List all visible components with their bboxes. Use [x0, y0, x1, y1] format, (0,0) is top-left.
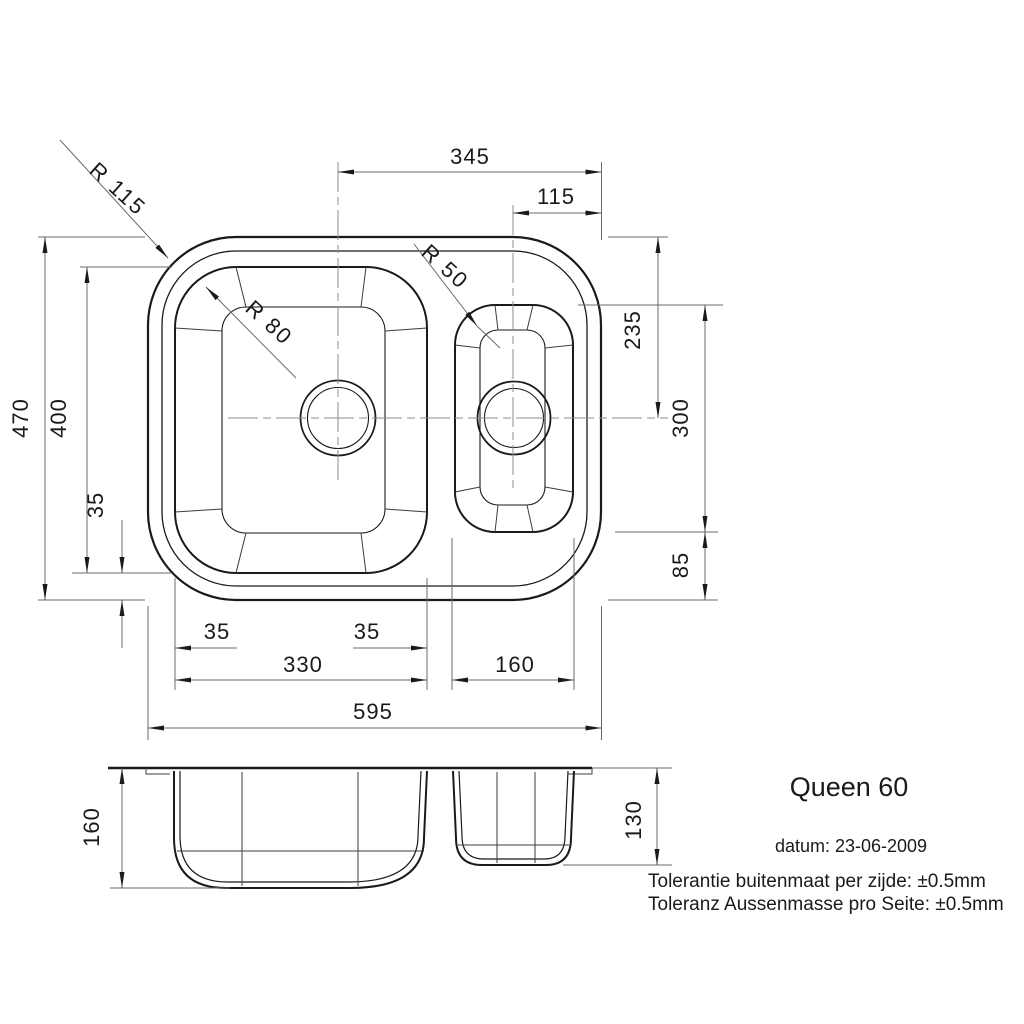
radius-leader-main-bowl: R 80 [205, 286, 298, 379]
dim-85-label: 85 [668, 552, 693, 578]
dim-300-label: 300 [668, 398, 693, 438]
small-bowl-corner-lines [454, 304, 574, 533]
dim-400: 400 [46, 267, 90, 573]
rim-clips [145, 768, 593, 775]
dim-35-left: 35 [83, 492, 125, 648]
tolerance-line-nl: Tolerantie buitenmaat per zijde: ±0.5mm [648, 871, 986, 892]
main-bowl-opening [174, 266, 428, 574]
dim-35-bottom-right-label: 35 [354, 619, 380, 644]
main-bowl-plan [174, 266, 428, 574]
main-drain-inner [306, 386, 370, 450]
dim-115: 115 [513, 184, 602, 216]
product-name: Queen 60 [790, 772, 909, 802]
dim-35-bottom-left: 35 [175, 619, 237, 651]
tolerance-line-de: Toleranz Aussenmasse pro Seite: ±0.5mm [648, 894, 1004, 915]
dim-345: 345 [338, 144, 602, 175]
dim-595-label: 595 [353, 699, 393, 724]
dim-115-label: 115 [537, 184, 575, 209]
radius-label-small-bowl: R 50 [417, 239, 474, 294]
small-bowl-section [452, 770, 575, 866]
radius-leader-outer-corner: R 115 [59, 139, 169, 259]
dim-330-label: 330 [283, 652, 323, 677]
dim-85: 85 [668, 532, 708, 600]
side-view: 160 130 [79, 766, 672, 889]
extension-lines-plan [38, 162, 723, 740]
dim-160-bottom-label: 160 [495, 652, 535, 677]
dim-35-bottom-right: 35 [353, 619, 427, 651]
date-line: datum: 23-06-2009 [775, 836, 927, 856]
dim-300: 300 [668, 305, 708, 532]
dim-235-label: 235 [620, 310, 645, 350]
dim-130-depth: 130 [621, 768, 660, 865]
dim-35-bottom-left-label: 35 [204, 619, 230, 644]
dim-130-depth-label: 130 [621, 800, 646, 840]
dim-595: 595 [148, 699, 602, 731]
dim-160-depth: 160 [79, 768, 125, 888]
main-bowl-corner-lines [174, 266, 428, 574]
dim-345-label: 345 [450, 144, 490, 169]
dim-470-label: 470 [8, 398, 33, 438]
dim-470: 470 [8, 237, 48, 600]
main-bowl-section [173, 770, 428, 889]
dim-160-depth-label: 160 [79, 807, 104, 847]
dim-330: 330 [175, 652, 427, 683]
dim-35-left-label: 35 [83, 492, 108, 518]
main-bowl-floor [221, 306, 386, 534]
plan-view: R 115 R 80 R 50 [8, 139, 723, 740]
dim-400-label: 400 [46, 398, 71, 438]
radius-label-outer-corner: R 115 [85, 157, 152, 220]
dim-160-bottom: 160 [452, 652, 574, 683]
radius-label-main-bowl: R 80 [241, 295, 298, 350]
title-block: Queen 60 datum: 23-06-2009 Tolerantie bu… [648, 772, 1004, 915]
dim-235: 235 [620, 237, 661, 418]
